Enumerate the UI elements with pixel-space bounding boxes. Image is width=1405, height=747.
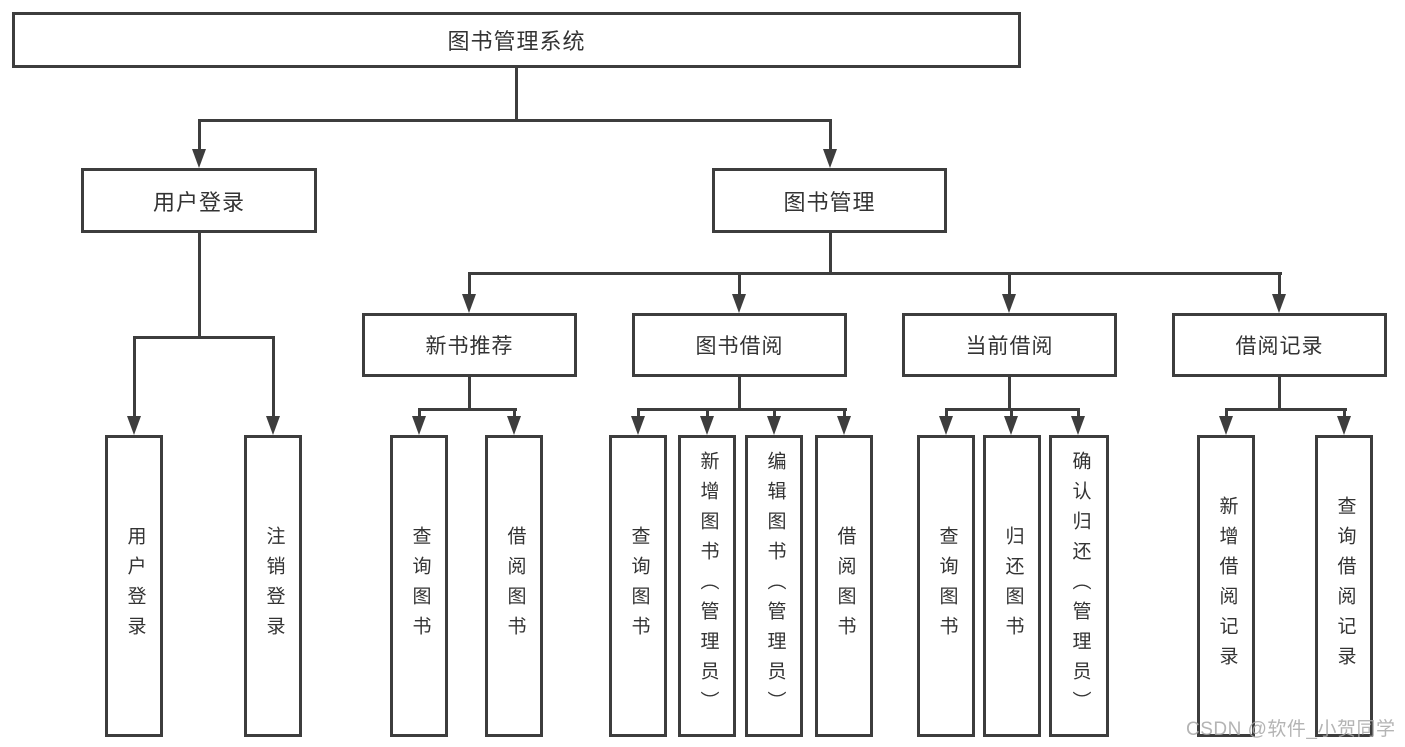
leaf-query-book-recommend: 查询图书: [390, 435, 448, 737]
node-root-library-system: 图书管理系统: [12, 12, 1021, 68]
leaf-query-borrow-record: 查询借阅记录: [1315, 435, 1373, 737]
node-current-borrowing: 当前借阅: [902, 313, 1117, 377]
connector-line: [513, 408, 516, 418]
connector-line: [418, 408, 517, 411]
connector-line: [829, 119, 832, 149]
connector-line: [706, 408, 709, 418]
connector-line: [133, 336, 275, 339]
arrow-down-icon: [1272, 294, 1286, 313]
leaf-query-book-current: 查询图书: [917, 435, 975, 737]
leaf-borrow-book-borrowing: 借阅图书: [815, 435, 873, 737]
connector-line: [198, 119, 201, 149]
arrow-down-icon: [939, 416, 953, 435]
node-borrowing-records: 借阅记录: [1172, 313, 1387, 377]
connector-line: [468, 272, 471, 297]
node-book-management: 图书管理: [712, 168, 947, 233]
connector-line: [198, 231, 201, 339]
arrow-down-icon: [1219, 416, 1233, 435]
leaf-return-book: 归还图书: [983, 435, 1041, 737]
connector-line: [468, 374, 471, 411]
node-book-borrowing: 图书借阅: [632, 313, 847, 377]
leaf-add-book-admin: 新增图书（管理员）: [678, 435, 736, 737]
connector-line: [515, 66, 518, 122]
arrow-down-icon: [192, 149, 206, 168]
connector-line: [843, 408, 846, 418]
arrow-down-icon: [266, 416, 280, 435]
arrow-down-icon: [732, 294, 746, 313]
arrow-down-icon: [1071, 416, 1085, 435]
connector-line: [738, 374, 741, 411]
connector-line: [637, 408, 847, 411]
arrow-down-icon: [767, 416, 781, 435]
node-user-login: 用户登录: [81, 168, 317, 233]
leaf-edit-book-admin: 编辑图书（管理员）: [745, 435, 803, 737]
arrow-down-icon: [507, 416, 521, 435]
arrow-down-icon: [631, 416, 645, 435]
arrow-down-icon: [412, 416, 426, 435]
connector-line: [418, 408, 421, 418]
node-new-book-recommend: 新书推荐: [362, 313, 577, 377]
connector-line: [1010, 408, 1013, 418]
leaf-query-book-borrowing: 查询图书: [609, 435, 667, 737]
leaf-add-borrow-record: 新增借阅记录: [1197, 435, 1255, 737]
arrow-down-icon: [462, 294, 476, 313]
connector-line: [1278, 374, 1281, 411]
connector-line: [468, 272, 1282, 275]
arrow-down-icon: [823, 149, 837, 168]
leaf-borrow-book-recommend: 借阅图书: [485, 435, 543, 737]
arrow-down-icon: [1337, 416, 1351, 435]
connector-line: [1077, 408, 1080, 418]
arrow-down-icon: [837, 416, 851, 435]
connector-line: [1008, 272, 1011, 297]
connector-line: [1278, 272, 1281, 297]
csdn-watermark: CSDN @软件_小贺同学: [1186, 719, 1396, 740]
connector-line: [1225, 408, 1347, 411]
arrow-down-icon: [127, 416, 141, 435]
connector-line: [198, 119, 832, 122]
arrow-down-icon: [1004, 416, 1018, 435]
connector-line: [272, 336, 275, 416]
connector-line: [1008, 374, 1011, 411]
connector-line: [773, 408, 776, 418]
leaf-logout: 注销登录: [244, 435, 302, 737]
connector-line: [637, 408, 640, 418]
arrow-down-icon: [700, 416, 714, 435]
leaf-user-login: 用户登录: [105, 435, 163, 737]
connector-line: [738, 272, 741, 297]
connector-line: [945, 408, 948, 418]
leaf-confirm-return-admin: 确认归还（管理员）: [1049, 435, 1109, 737]
connector-line: [1343, 408, 1346, 418]
connector-line: [133, 336, 136, 416]
arrow-down-icon: [1002, 294, 1016, 313]
connector-line: [829, 232, 832, 275]
connector-line: [1225, 408, 1228, 418]
